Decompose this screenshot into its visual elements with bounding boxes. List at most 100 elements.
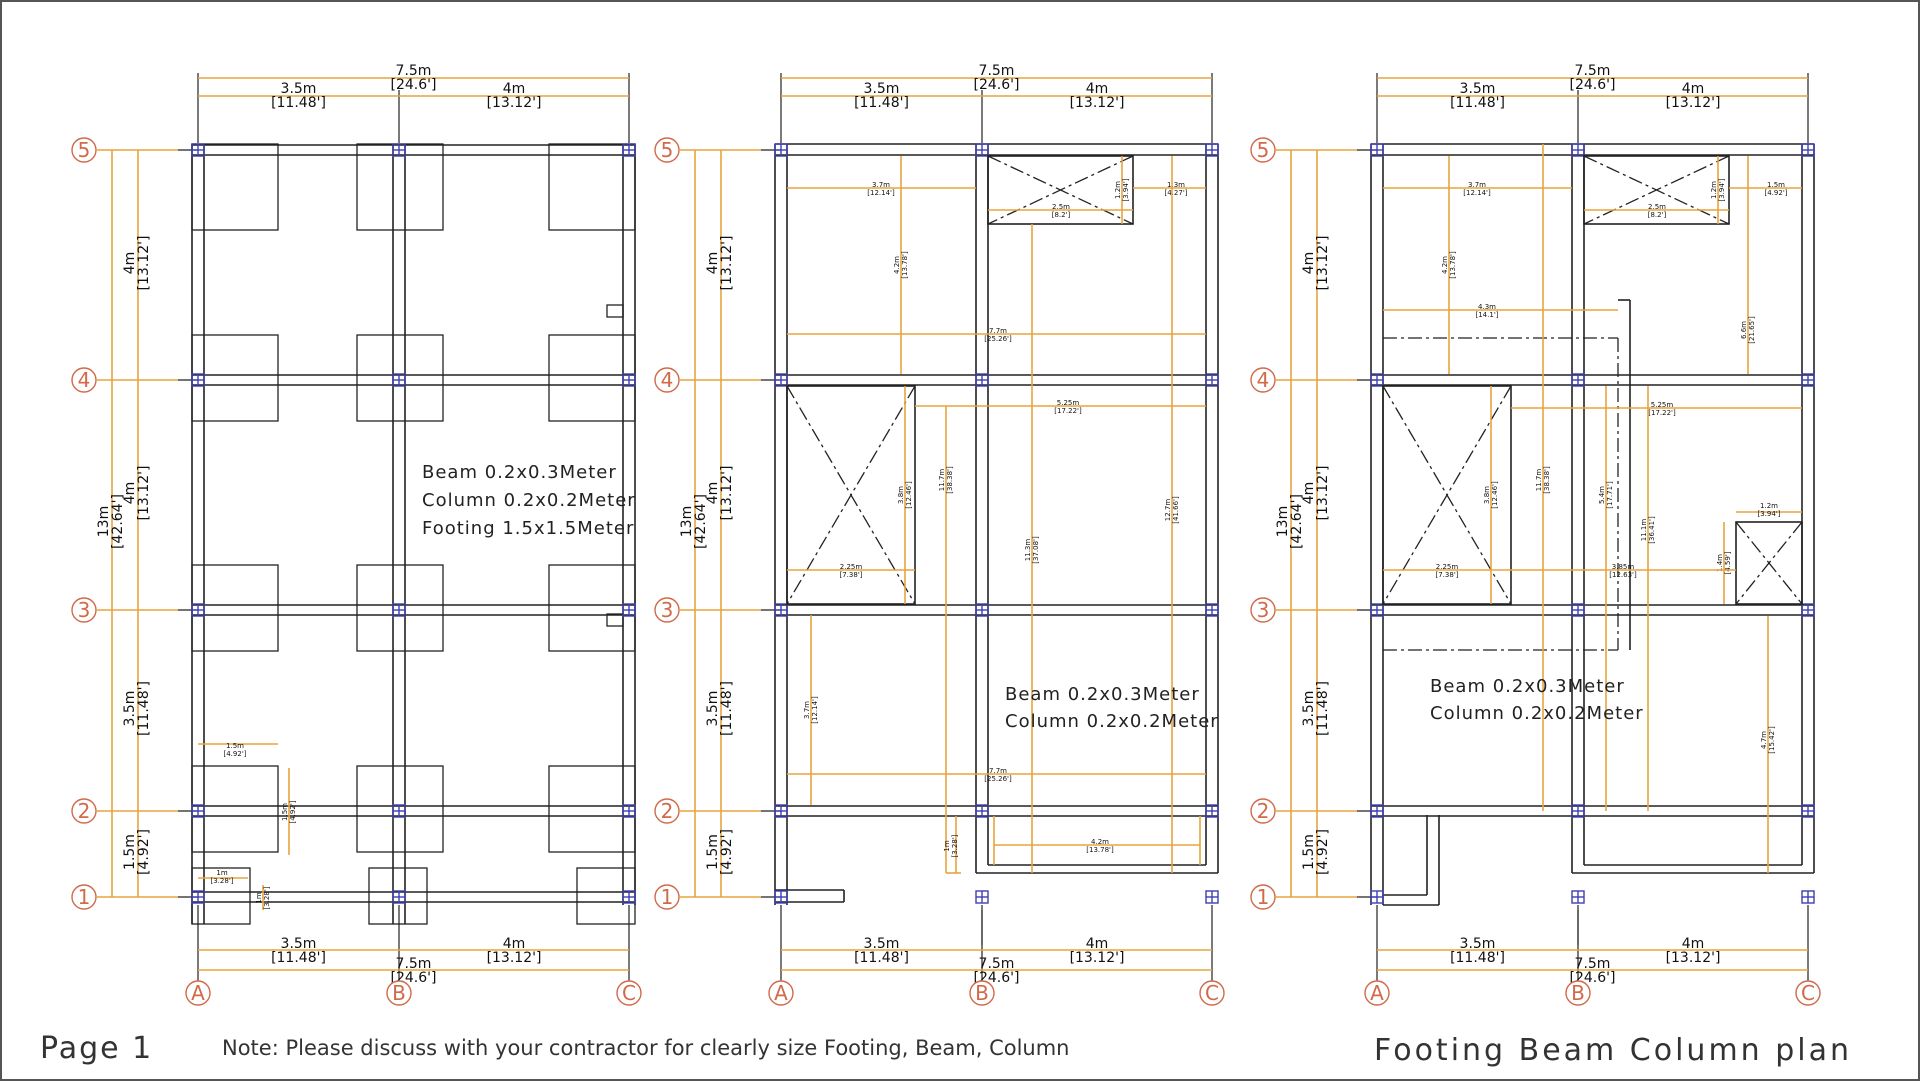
footing bbox=[548, 334, 636, 422]
footing bbox=[356, 765, 444, 853]
dim-left-total-m: 13m bbox=[679, 506, 695, 537]
small-dim-ft: [17.22'] bbox=[1648, 409, 1676, 417]
contractor-note: Note: Please discuss with your contracto… bbox=[222, 1036, 1070, 1060]
grid-bubble-4: 4 bbox=[71, 367, 97, 393]
grid-bubble-3-text: 3 bbox=[661, 598, 674, 622]
opening-box bbox=[987, 155, 1134, 225]
column-marker bbox=[1571, 890, 1585, 904]
grid-bubble-C-circle bbox=[1795, 980, 1821, 1006]
small-dim-m: 6.6m bbox=[1740, 321, 1748, 339]
footing-small bbox=[368, 867, 428, 925]
column-marker bbox=[1801, 890, 1815, 904]
grid-bubble-B: B bbox=[969, 980, 995, 1006]
dim-left-total-m: 13m bbox=[1275, 506, 1291, 537]
footing bbox=[191, 564, 279, 652]
small-dim-ft: [25.26'] bbox=[984, 775, 1012, 783]
column-marker bbox=[1571, 804, 1585, 818]
grid-bubble-B-circle bbox=[386, 980, 412, 1006]
grid-bubble-B-circle bbox=[1565, 980, 1591, 1006]
column-marker bbox=[1571, 373, 1585, 387]
plan-2-note-1: Beam 0.2x0.3Meter bbox=[1005, 684, 1200, 705]
column-marker bbox=[1205, 804, 1219, 818]
small-dim-m: 1.5m bbox=[226, 742, 244, 750]
opening-box bbox=[1583, 155, 1730, 225]
grid-bubble-4: 4 bbox=[1250, 367, 1276, 393]
plan-2-note-2: Column 0.2x0.2Meter bbox=[1005, 711, 1219, 732]
column-marker bbox=[622, 143, 636, 157]
column-marker bbox=[392, 143, 406, 157]
dim-row_3_2-ft: [11.48'] bbox=[136, 681, 152, 736]
grid-bubble-A-text: A bbox=[774, 981, 788, 1005]
small-dim-m: 4.2m bbox=[893, 256, 901, 274]
opening-box bbox=[1735, 521, 1803, 605]
small-dim-ft: [3.94'] bbox=[1718, 178, 1726, 201]
column-marker bbox=[1205, 890, 1219, 904]
grid-bubble-5: 5 bbox=[1250, 137, 1276, 163]
dim-top-bc-ft: [13.12'] bbox=[1666, 95, 1721, 111]
small-dim-m: 3.8m bbox=[1483, 486, 1491, 504]
column-marker bbox=[622, 804, 636, 818]
small-dim-ft: [38.38'] bbox=[1543, 466, 1551, 494]
column-marker bbox=[1370, 603, 1384, 617]
opening-cross bbox=[786, 385, 916, 605]
grid-bubble-4: 4 bbox=[654, 367, 680, 393]
dim-top-total-ft: [24.6'] bbox=[391, 77, 437, 93]
small-dim-m: 11.3m bbox=[1024, 539, 1032, 562]
column-marker bbox=[1801, 143, 1815, 157]
dim-top-bc-m: 4m bbox=[503, 81, 526, 97]
small-dim-ft: [13.78'] bbox=[1449, 251, 1457, 279]
small-dim-ft: [4.92'] bbox=[289, 800, 297, 823]
small-dim-ft: [8.2'] bbox=[1052, 211, 1071, 219]
opening-diag-2 bbox=[1382, 385, 1512, 605]
dim-row_4_3-ft: [13.12'] bbox=[1315, 466, 1331, 521]
small-dim-m: 3.85m bbox=[1612, 563, 1635, 571]
small-dim-ft: [17.22'] bbox=[1054, 407, 1082, 415]
dim-row_4_3-m: 4m bbox=[122, 482, 138, 505]
small-dim-ft: [37.08'] bbox=[1032, 536, 1040, 564]
plan-3-note-2: Column 0.2x0.2Meter bbox=[1430, 703, 1644, 724]
grid-bubble-1-text: 1 bbox=[78, 885, 91, 909]
grid-bubble-1-text: 1 bbox=[661, 885, 674, 909]
dim-left-total-ft: [42.64'] bbox=[693, 494, 709, 549]
small-dim-ft: [3.28'] bbox=[211, 877, 234, 885]
small-dim-m: 1.3m bbox=[1167, 181, 1185, 189]
dim-bottom-bc-m: 4m bbox=[1682, 936, 1705, 952]
small-dim-m: 5.25m bbox=[1057, 399, 1080, 407]
footing bbox=[191, 334, 279, 422]
column-marker bbox=[1370, 890, 1384, 904]
footing bbox=[356, 143, 444, 231]
small-dim-m: 5.25m bbox=[1651, 401, 1674, 409]
footing bbox=[356, 564, 444, 652]
grid-bubble-B-circle bbox=[969, 980, 995, 1006]
dim-bottom-ab-ft: [11.48'] bbox=[271, 950, 326, 966]
dim-row_5_4-ft: [13.12'] bbox=[1315, 236, 1331, 291]
plan-3-note-1: Beam 0.2x0.3Meter bbox=[1430, 676, 1625, 697]
small-dim-ft: [3.28'] bbox=[951, 834, 959, 857]
small-dim-m: 4.7m bbox=[1760, 731, 1768, 749]
column-marker bbox=[774, 890, 788, 904]
small-dim-ft: [4.59'] bbox=[1724, 551, 1732, 574]
column-marker bbox=[1801, 373, 1815, 387]
dim-row_3_2-m: 3.5m bbox=[705, 691, 721, 727]
column-marker bbox=[1801, 804, 1815, 818]
small-dim-m: 2.5m bbox=[1052, 203, 1070, 211]
plan-2: 7.5m[24.6']3.5m[11.48']4m[13.12']3.5m[11… bbox=[654, 63, 1225, 1006]
dim-bottom-bc-m: 4m bbox=[503, 936, 526, 952]
column-marker bbox=[191, 804, 205, 818]
sheet-title: Footing Beam Column plan bbox=[1374, 1033, 1852, 1068]
grid-bubble-A: A bbox=[768, 980, 794, 1006]
small-dim-m: 3.8m bbox=[897, 486, 905, 504]
small-dim-m: 7.7m bbox=[989, 767, 1007, 775]
small-dim-ft: [12.63'] bbox=[1609, 571, 1637, 579]
dim-bottom-ab-m: 3.5m bbox=[864, 936, 900, 952]
dim-row_2_1-m: 1.5m bbox=[705, 834, 721, 870]
opening-box bbox=[1382, 385, 1512, 605]
column-marker bbox=[1801, 603, 1815, 617]
small-dim-m: 11.1m bbox=[1640, 519, 1648, 542]
grid-bubble-4-text: 4 bbox=[78, 368, 91, 392]
footing bbox=[548, 143, 636, 231]
small-dim-ft: [3.94'] bbox=[1122, 178, 1130, 201]
small-dim-m: 4.3m bbox=[1478, 303, 1496, 311]
column-marker bbox=[1205, 603, 1219, 617]
small-dim-ft: [13.78'] bbox=[1086, 846, 1114, 854]
